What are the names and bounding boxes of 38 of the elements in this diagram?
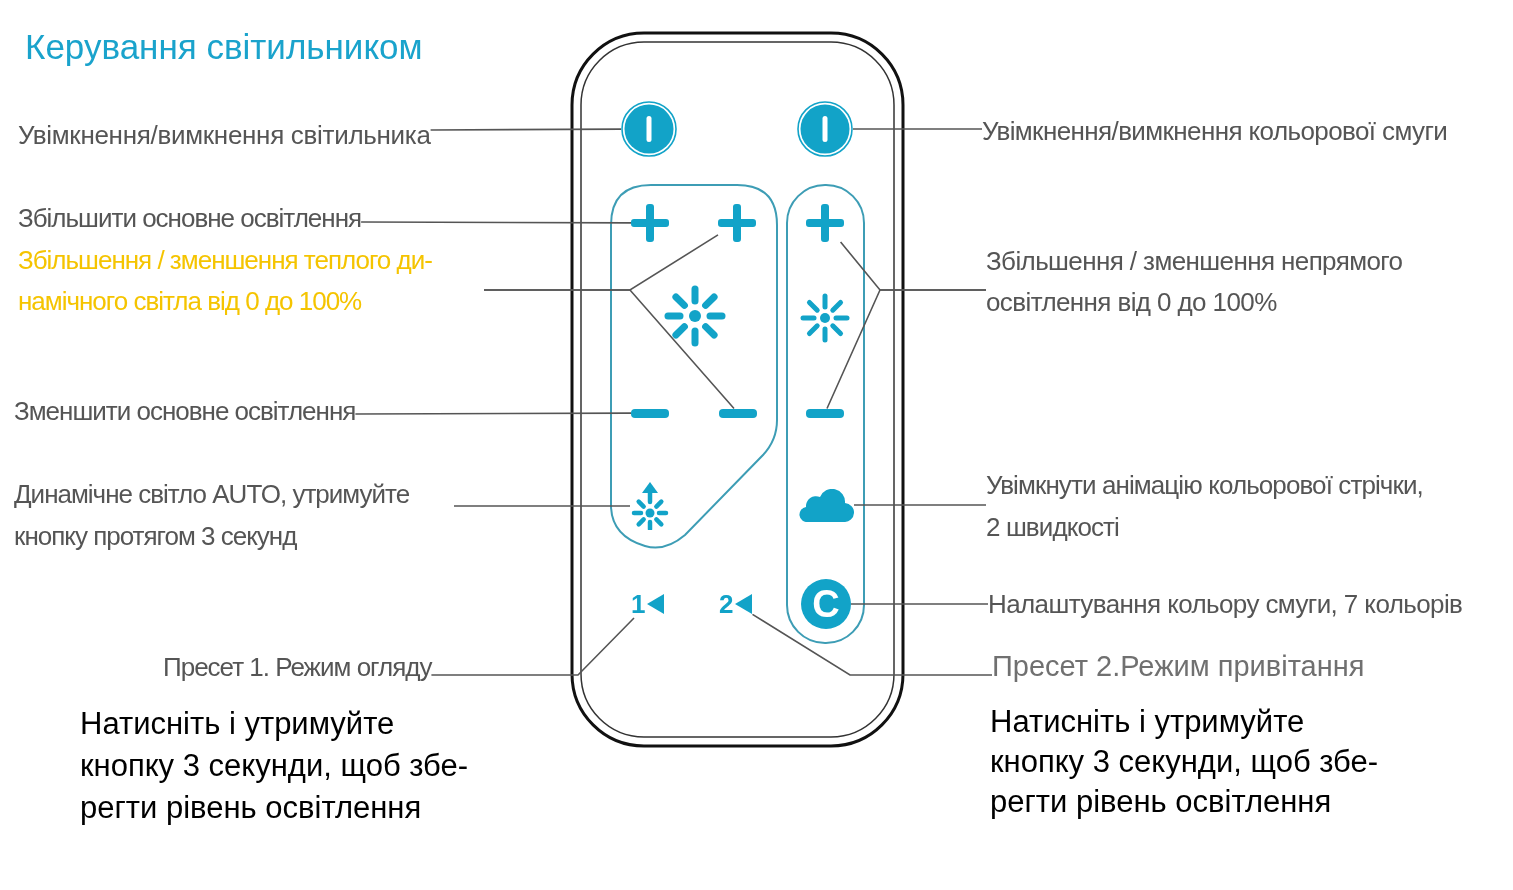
callout-text: Пресет 1. Режим огляду — [163, 646, 432, 688]
callout-text: Увімкнути анімацію кольорової стрічки, 2 швидкості — [986, 464, 1431, 548]
minus-icon — [806, 408, 844, 418]
callout-text: Динамічне світло AUTO, утримуйте кнопку протягом 3 секунд — [14, 473, 454, 557]
plus-icon — [806, 204, 844, 242]
leader-line — [354, 412, 632, 415]
note-text: Натисніть і утримуйте кнопку 3 секунди, щоб збе-регти рівень освітлення — [990, 703, 1380, 821]
callout-text: Увімкнення/вимкнення світильника — [18, 114, 431, 156]
leader-line — [751, 613, 993, 676]
power-icon — [621, 101, 677, 157]
callout-text: Налаштування кольору смуги, 7 кольорів — [988, 583, 1463, 625]
leader-line — [429, 128, 622, 131]
title: Керування світильником — [25, 26, 423, 68]
callout-text: Увімкнення/вимкнення кольорової смуги — [982, 110, 1448, 152]
leader-line — [850, 603, 989, 605]
plus-icon — [718, 204, 756, 242]
preset-number: 2 — [719, 590, 734, 618]
callout-text: Збільшення / зменшення теплого ди-намічного світла від 0 до 100% — [18, 240, 484, 322]
leader-line — [853, 504, 987, 506]
leader-line — [453, 505, 631, 507]
preset-number: 1 — [631, 590, 646, 618]
callout-text: Збільшити основне освітлення — [18, 197, 362, 239]
callout-text: Зменшити основне освітлення — [14, 390, 356, 432]
leader-line — [826, 289, 987, 410]
leader-line — [852, 128, 983, 130]
minus-icon — [719, 408, 757, 418]
minus-icon — [631, 408, 669, 418]
leader-line — [483, 289, 735, 410]
leader-line — [360, 221, 632, 224]
note-text: Натисніть і утримуйте кнопку 3 секунди, щоб збе-регти рівень освітлення — [80, 705, 470, 827]
sun-arrow-icon — [630, 482, 670, 530]
cloud-icon — [798, 488, 854, 522]
callout-text: Пресет 2.Режим привітання — [992, 645, 1365, 687]
power-icon — [797, 101, 853, 157]
callout-text: Збільшення / зменшення непрямого освітлення від 0 до 100% — [986, 241, 1436, 323]
leader-line — [430, 617, 635, 676]
plus-icon — [631, 204, 669, 242]
round-button: C — [801, 579, 851, 629]
